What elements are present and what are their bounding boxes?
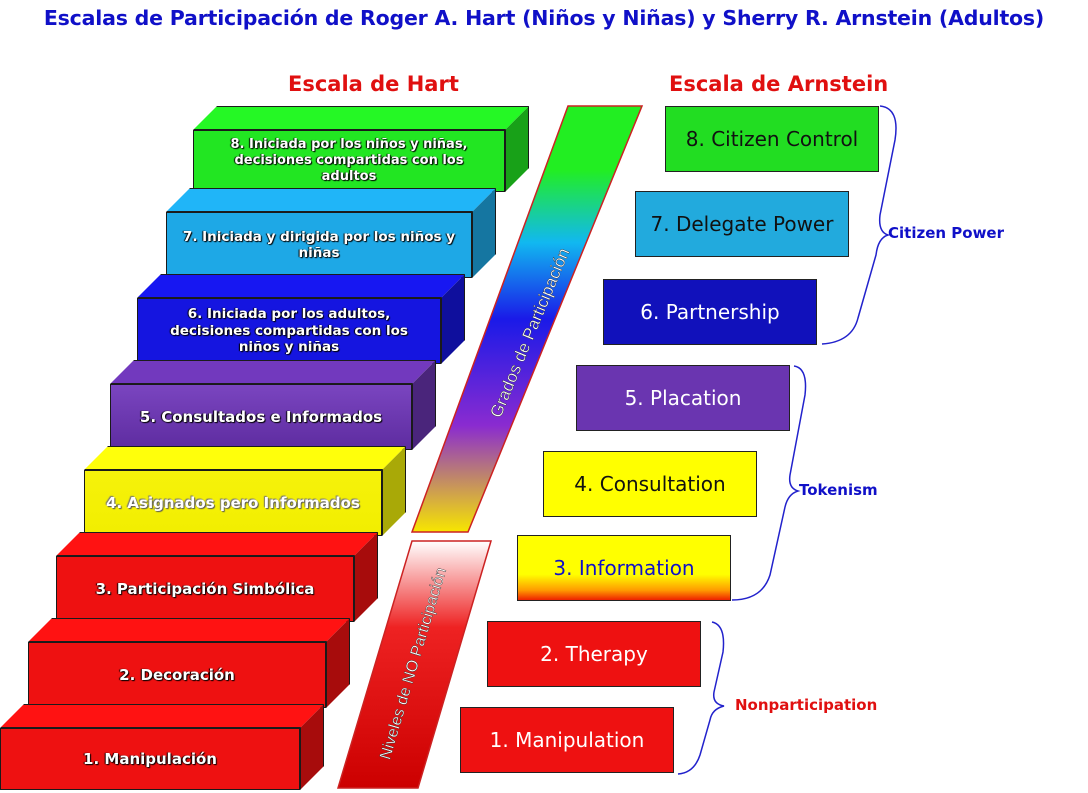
arnstein-rung-4: 4. Consultation [543, 451, 757, 517]
hart-step-top [110, 360, 436, 384]
group-tokenism: Tokenism [799, 481, 878, 499]
arnstein-heading: Escala de Arnstein [669, 72, 889, 96]
hart-step-top [28, 618, 350, 642]
hart-step-label: 5. Consultados e Informados [110, 384, 412, 450]
hart-step-4: 4. Asignados pero Informados [84, 446, 406, 536]
group-citizen-power: Citizen Power [888, 224, 1004, 242]
hart-step-5: 5. Consultados e Informados [110, 360, 436, 450]
hart-step-top [84, 446, 406, 470]
tokenism-brace [731, 365, 807, 601]
hart-step-label: 7. Iniciada y dirigida por los niños y n… [166, 212, 472, 278]
hart-heading: Escala de Hart [288, 72, 459, 96]
nonparticipation-brace [677, 621, 725, 775]
hart-step-7: 7. Iniciada y dirigida por los niños y n… [166, 188, 496, 278]
page-title: Escalas de Participación de Roger A. Har… [43, 6, 1045, 30]
arnstein-rung-8: 8. Citizen Control [665, 106, 879, 172]
participation-bar [410, 105, 644, 533]
arnstein-rung-2: 2. Therapy [487, 621, 701, 687]
arnstein-rung-6: 6. Partnership [603, 279, 817, 345]
arnstein-rung-5: 5. Placation [576, 365, 790, 431]
hart-step-label: 4. Asignados pero Informados [84, 470, 382, 536]
group-nonparticipation: Nonparticipation [735, 696, 878, 714]
hart-step-8: 8. Iniciada por los niños y niñas, decis… [193, 106, 529, 192]
hart-step-top [137, 274, 465, 298]
hart-step-label: 8. Iniciada por los niños y niñas, decis… [193, 130, 505, 192]
hart-step-label: 2. Decoración [28, 642, 326, 708]
hart-step-top [166, 188, 496, 212]
arnstein-rung-1: 1. Manipulation [460, 707, 674, 773]
hart-step-6: 6. Iniciada por los adultos, decisiones … [137, 274, 465, 364]
arnstein-rung-7: 7. Delegate Power [635, 191, 849, 257]
citizen-power-brace [821, 105, 897, 345]
arnstein-rung-3: 3. Information [517, 535, 731, 601]
hart-step-label: 1. Manipulación [0, 728, 300, 790]
hart-step-1: 1. Manipulación [0, 704, 324, 790]
hart-step-label: 6. Iniciada por los adultos, decisiones … [137, 298, 441, 364]
hart-step-2: 2. Decoración [28, 618, 350, 708]
non-participation-bar [336, 540, 493, 789]
